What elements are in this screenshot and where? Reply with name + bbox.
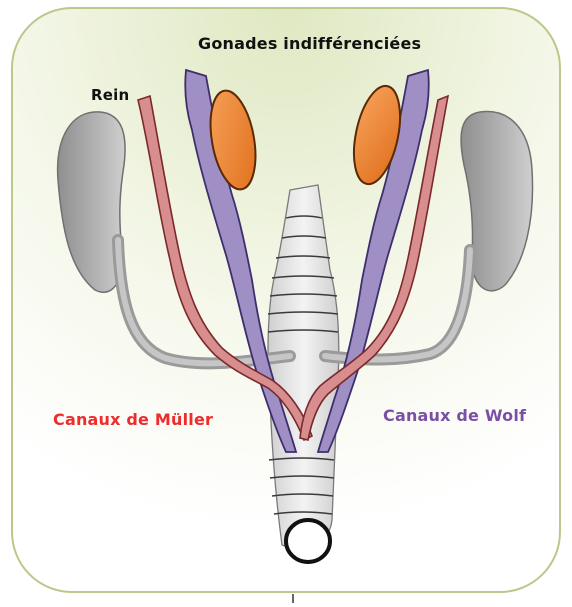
label-wolf-ducts: Canaux de Wolf <box>383 406 526 425</box>
label-gonades: Gonades indifférenciées <box>198 34 421 53</box>
label-muller-ducts: Canaux de Müller <box>53 410 213 429</box>
label-rein: Rein <box>91 86 129 104</box>
sinus-opening <box>286 520 330 562</box>
